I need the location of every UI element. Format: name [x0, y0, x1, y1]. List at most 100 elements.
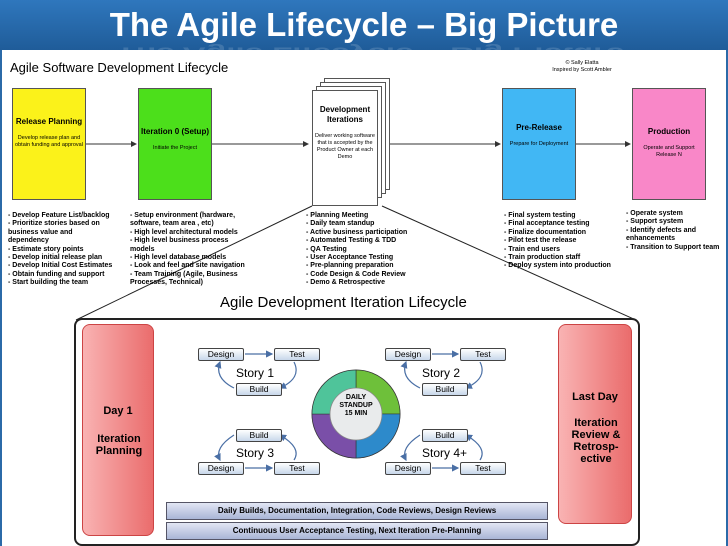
build-tag: Build [236, 383, 282, 396]
day1-box: Day 1 Iteration Planning [82, 324, 154, 536]
standup-line: 15 MIN [344, 410, 368, 417]
bullet-item: - High level database models [130, 254, 227, 262]
phase-title: Iteration 0 (Setup) [140, 127, 209, 136]
slide-title: The Agile Lifecycle – Big Picture [0, 0, 728, 50]
bullet-item: - Active business participation [306, 228, 408, 236]
phase-desc: Operate and Support Release N [643, 145, 695, 158]
test-tag: Test [274, 462, 320, 475]
iteration-panel [74, 318, 640, 546]
bullets-release-planning: - Develop Feature List/backlog- Prioriti… [8, 212, 112, 288]
phase-release-planning: Release Planning Develop release plan an… [12, 88, 86, 200]
bullet-item: enhancements [626, 235, 676, 243]
bullet-item: - High level architectural models [130, 228, 238, 236]
bullet-item: - Daily team standup [306, 220, 375, 228]
bullet-item: - Prioritize stories based on [8, 220, 100, 228]
story-arrows [214, 350, 483, 472]
zoom-line-left [75, 205, 313, 321]
phase-production: Production Operate and Support Release N [632, 88, 706, 200]
arrow-build-to-design [214, 434, 235, 462]
lastday-label: Last Day [572, 391, 618, 403]
testing-bar: Continuous User Acceptance Testing, Next… [166, 522, 548, 540]
bullet-item: - Operate system [626, 210, 683, 217]
lastday-activity: Iteration Review & Retrosp-ective [571, 417, 621, 465]
phase-desc: Prepare for Deployment [509, 141, 569, 147]
design-tag: Design [385, 348, 431, 361]
bullet-item: - User Acceptance Testing [306, 254, 394, 262]
iteration-title: Agile Development Iteration Lifecycle [220, 294, 467, 311]
bullet-item: dependency [8, 237, 49, 245]
bullet-item: - Pilot test the release [504, 237, 577, 245]
build-tag: Build [422, 429, 468, 442]
daily-standup-cycle [311, 369, 401, 459]
test-tag: Test [460, 462, 506, 475]
bullet-item: - Final system testing [504, 212, 576, 219]
phase-desc: Develop release plan and obtain funding … [15, 135, 83, 148]
story-label: Story 3 [236, 446, 275, 460]
standup-line: STANDUP [339, 402, 373, 409]
phase-title: Production [647, 127, 691, 136]
bullet-item: - Train production staff [504, 254, 581, 262]
story-label: Story 1 [236, 366, 275, 380]
story-label: Story 4+ [422, 446, 468, 460]
cycle-center [329, 387, 383, 441]
bullets-development-iterations: - Planning Meeting- Daily team standup- … [306, 212, 407, 288]
design-tag: Design [385, 462, 431, 475]
build-tag: Build [236, 429, 282, 442]
credit: © Sally Elatta Inspired by Scott Ambler [542, 60, 622, 74]
bullets-production: - Operate system- Support system- Identi… [626, 210, 719, 252]
arrow-build-to-design [400, 360, 421, 389]
bullet-item: - High level business process [130, 237, 229, 245]
story-label: Story 2 [422, 366, 461, 380]
standup-line: DAILY [345, 394, 367, 401]
test-tag: Test [460, 348, 506, 361]
bullet-item: - Pre-planning preparation [306, 262, 394, 270]
bullet-item: - Transition to Support team [626, 243, 720, 251]
credit-inspired: Inspired by Scott Ambler [552, 67, 612, 73]
bullet-item: - Team Training (Agile, Business [130, 270, 238, 278]
bullets-pre-release: - Final system testing- Final acceptance… [504, 212, 611, 271]
bullet-item: - Train end users [504, 245, 561, 253]
bullets-iteration-0: - Setup environment (hardware,software, … [130, 212, 245, 288]
standup-label: DAILY STANDUP 15 MIN [332, 394, 380, 418]
bullet-item: models [130, 245, 155, 253]
bullet-item: - Identify defects and [626, 226, 697, 234]
bullet-item: - Look and feel and site navigation [130, 262, 245, 270]
bullet-item: - Support system [626, 218, 684, 226]
bullet-item: - Demo & Retrospective [306, 279, 385, 287]
bullet-item: - Finalize documentation [504, 228, 587, 236]
phase-title: Pre-Release [516, 123, 562, 132]
arrow-build-to-design [400, 434, 421, 462]
test-tag: Test [274, 348, 320, 361]
arrow-build-to-design [214, 360, 235, 389]
bullet-item: - QA Testing [306, 245, 347, 253]
phase-desc: Deliver working software that is accepte… [315, 133, 375, 160]
design-tag: Design [198, 348, 244, 361]
bullet-item: - Develop Initial Cost Estimates [8, 262, 113, 270]
bullet-item: - Develop Feature List/backlog [8, 212, 110, 219]
day1-label: Day 1 [103, 405, 133, 417]
phase-title: Release Planning [15, 117, 83, 126]
day1-activity: Iteration Planning [95, 433, 143, 457]
phase-iteration-0: Iteration 0 (Setup) Initiate the Project [138, 88, 212, 200]
lifecycle-title: Agile Software Development Lifecycle [10, 60, 229, 75]
arrow-test-to-build [278, 361, 297, 389]
zoom-line-right [381, 205, 637, 321]
phase-title: Development Iterations [319, 105, 371, 124]
lifecycle-arrows [75, 141, 637, 321]
bullet-item: - Final acceptance testing [504, 220, 590, 228]
diagram-canvas: Agile Software Development Lifecycle © S… [2, 50, 726, 546]
arrow-test-to-build [464, 361, 483, 389]
bullet-item: - Obtain funding and support [8, 270, 105, 278]
bullet-item: Processes, Technical) [130, 279, 204, 287]
bullet-item: - Deploy system into production [504, 262, 611, 270]
lastday-box: Last Day Iteration Review & Retrosp-ecti… [558, 324, 632, 524]
bullet-item: - Planning Meeting [306, 212, 369, 219]
bullet-item: - Start building the team [8, 279, 89, 287]
phase-pre-release: Pre-Release Prepare for Deployment [502, 88, 576, 200]
credit-author: © Sally Elatta [565, 60, 599, 66]
build-tag: Build [422, 383, 468, 396]
bullet-item: software, team area , etc) [130, 220, 214, 228]
phase-development-iterations: Development Iterations Deliver working s… [312, 90, 378, 206]
design-tag: Design [198, 462, 244, 475]
bullet-item: business value and [8, 228, 73, 236]
